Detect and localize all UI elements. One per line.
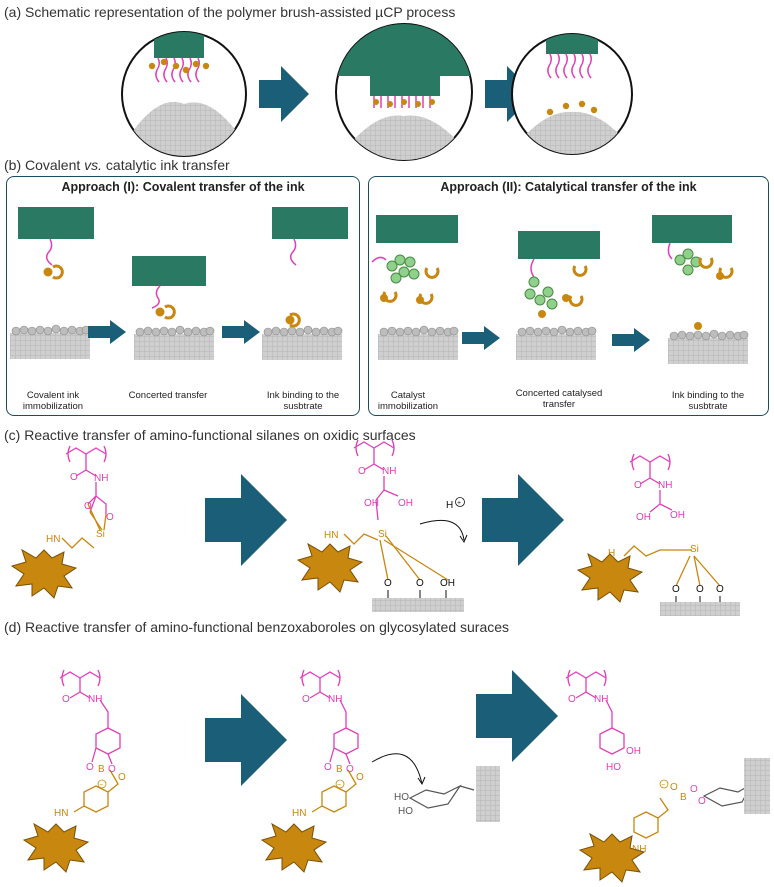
- c2-h-plus: H: [446, 500, 453, 511]
- d3-o4: O: [698, 796, 706, 807]
- c3-oh2: OH: [670, 510, 685, 521]
- d1-minus: −: [99, 782, 103, 789]
- caption-ink-binding-1: Ink binding to the susbtrate: [266, 390, 340, 412]
- c1-hn: HN: [46, 534, 60, 545]
- approach-2-panel: Approach (II): Catalytical transfer of t…: [368, 176, 769, 416]
- arrow-a-1: [259, 66, 309, 122]
- c2-si: Si: [378, 529, 387, 540]
- d1-o3: O: [108, 764, 116, 775]
- circle-1: [121, 31, 247, 157]
- section-d-drawing: O NH O O B O − HN O NH O O B O −: [23, 669, 770, 883]
- d3-nh2: NH: [632, 844, 646, 855]
- c2-oh2: OH: [398, 498, 413, 509]
- d1-nh: NH: [88, 694, 102, 705]
- c3-o: O: [634, 480, 642, 491]
- circle-2: [335, 23, 473, 161]
- c3-si: Si: [690, 544, 699, 555]
- d3-o: O: [568, 694, 576, 705]
- d2-o: O: [302, 694, 310, 705]
- d1-o: O: [62, 694, 70, 705]
- approach-1-title: Approach (I): Covalent transfer of the i…: [61, 180, 305, 194]
- c2-hn: HN: [324, 530, 338, 541]
- d1-hn: HN: [54, 808, 68, 819]
- c3-nh: NH: [658, 480, 672, 491]
- approach-1-drawing: [9, 207, 348, 361]
- d2-hn: HN: [292, 808, 306, 819]
- c3-o-b: O: [696, 584, 704, 595]
- d3-b: B: [680, 792, 687, 803]
- arrow-c-2: [482, 474, 564, 566]
- c2-o-b: O: [416, 578, 424, 589]
- d3-o3: O: [690, 784, 698, 795]
- d2-nh: NH: [328, 694, 342, 705]
- c1-o2: O: [84, 501, 92, 512]
- c3-oh: OH: [636, 512, 651, 523]
- c1-o: O: [70, 472, 78, 483]
- approach-2-drawing: [371, 215, 749, 365]
- arrow-d-2: [476, 670, 558, 762]
- caption-covalent-immobilization: Covalent ink immobilization: [22, 390, 84, 412]
- d2-o3: O: [346, 764, 354, 775]
- d2-o2: O: [324, 762, 332, 773]
- c2-oh: OH: [364, 498, 379, 509]
- caption-ink-binding-2: Ink binding to the susbtrate: [671, 390, 745, 412]
- d3-ho: HO: [606, 762, 621, 773]
- d2-ho2: HO: [398, 806, 413, 817]
- d2-o4: O: [356, 772, 364, 783]
- d1-o4: O: [118, 772, 126, 783]
- d3-oh: OH: [626, 746, 641, 757]
- d2-ho: HO: [394, 792, 409, 803]
- section-c-title: (c) Reactive transfer of amino-functiona…: [4, 427, 416, 443]
- c2-o-a: O: [384, 578, 392, 589]
- d3-o2: O: [670, 782, 678, 793]
- c1-o3: O: [106, 512, 114, 523]
- arrow-d-1: [205, 694, 287, 786]
- d2-b: B: [336, 764, 343, 775]
- d3-minus: −: [661, 782, 665, 789]
- c2-o: O: [358, 466, 366, 477]
- d3-nh: NH: [594, 694, 608, 705]
- d2-minus: −: [337, 782, 341, 789]
- section-a-title: (a) Schematic representation of the poly…: [4, 4, 456, 20]
- c1-si: Si: [96, 529, 105, 540]
- section-b-title: (b) Covalent vs. catalytic ink transfer: [4, 157, 230, 173]
- c2-nh: NH: [382, 466, 396, 477]
- approach-1-panel: Approach (I): Covalent transfer of the i…: [6, 176, 360, 416]
- d1-o2: O: [86, 762, 94, 773]
- circle-3: [511, 33, 633, 155]
- section-d-title: (d) Reactive transfer of amino-functiona…: [4, 619, 510, 635]
- c1-nh: NH: [94, 473, 108, 484]
- d1-b: B: [98, 764, 105, 775]
- c2-plus: +: [457, 500, 461, 507]
- caption-catalyst-immobilization: Catalyst immobilization: [377, 390, 439, 412]
- caption-concerted-transfer: Concerted transfer: [128, 390, 208, 401]
- arrow-c-1: [205, 474, 287, 566]
- caption-concerted-catalysed-transfer: Concerted catalysed transfer: [515, 388, 603, 410]
- c3-o-a: O: [672, 584, 680, 595]
- c3-o-c: O: [716, 584, 724, 595]
- c2-oh-surface: OH: [440, 578, 455, 589]
- c3-h: H: [608, 548, 615, 559]
- section-c-drawing: O NH O O Si HN O NH OH OH Si HN H + O O: [11, 439, 740, 616]
- approach-2-title: Approach (II): Catalytical transfer of t…: [440, 180, 697, 194]
